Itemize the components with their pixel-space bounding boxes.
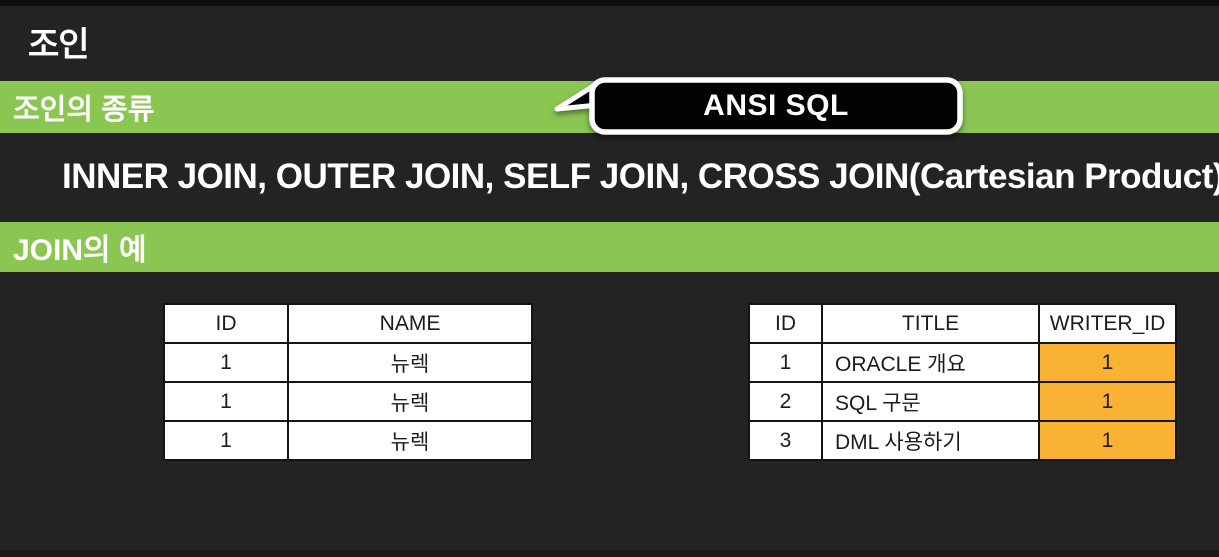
section-header-join-kinds-label: 조인의 종류 xyxy=(13,94,155,126)
column-header: TITLE xyxy=(821,303,1040,344)
table-cell: 뉴렉 xyxy=(287,420,533,461)
page-title: 조인 xyxy=(28,25,90,64)
column-header: NAME xyxy=(287,303,533,344)
top-letterbox-strip xyxy=(0,0,1219,6)
speech-bubble-icon xyxy=(554,77,963,135)
table-cell: 3 xyxy=(748,420,823,461)
table-cell: DML 사용하기 xyxy=(821,420,1040,461)
table-cell: 1 xyxy=(163,381,289,422)
table-cell: 1 xyxy=(163,420,289,461)
section-header-join-example: JOIN의 예 xyxy=(0,222,1219,272)
bottom-letterbox-strip xyxy=(0,550,1219,557)
column-header: WRITER_ID xyxy=(1038,303,1177,344)
table-cell: 뉴렉 xyxy=(287,381,533,422)
callout-label: ANSI SQL xyxy=(703,89,849,122)
table-cell: 1 xyxy=(163,342,289,383)
table-cell: 1 xyxy=(1038,420,1177,461)
ansi-sql-callout: ANSI SQL xyxy=(548,72,968,142)
table-cell: 1 xyxy=(748,342,823,383)
column-header: ID xyxy=(748,303,823,344)
table-cell: SQL 구문 xyxy=(821,381,1040,422)
section-header-join-example-label: JOIN의 예 xyxy=(13,234,147,267)
table-cell: 1 xyxy=(1038,381,1177,422)
column-header: ID xyxy=(163,303,289,344)
table-cell: 1 xyxy=(1038,342,1177,383)
table-cell: 2 xyxy=(748,381,823,422)
join-types-text: INNER JOIN, OUTER JOIN, SELF JOIN, CROSS… xyxy=(62,157,1219,196)
table-cell: 뉴렉 xyxy=(287,342,533,383)
table-cell: ORACLE 개요 xyxy=(821,342,1040,383)
